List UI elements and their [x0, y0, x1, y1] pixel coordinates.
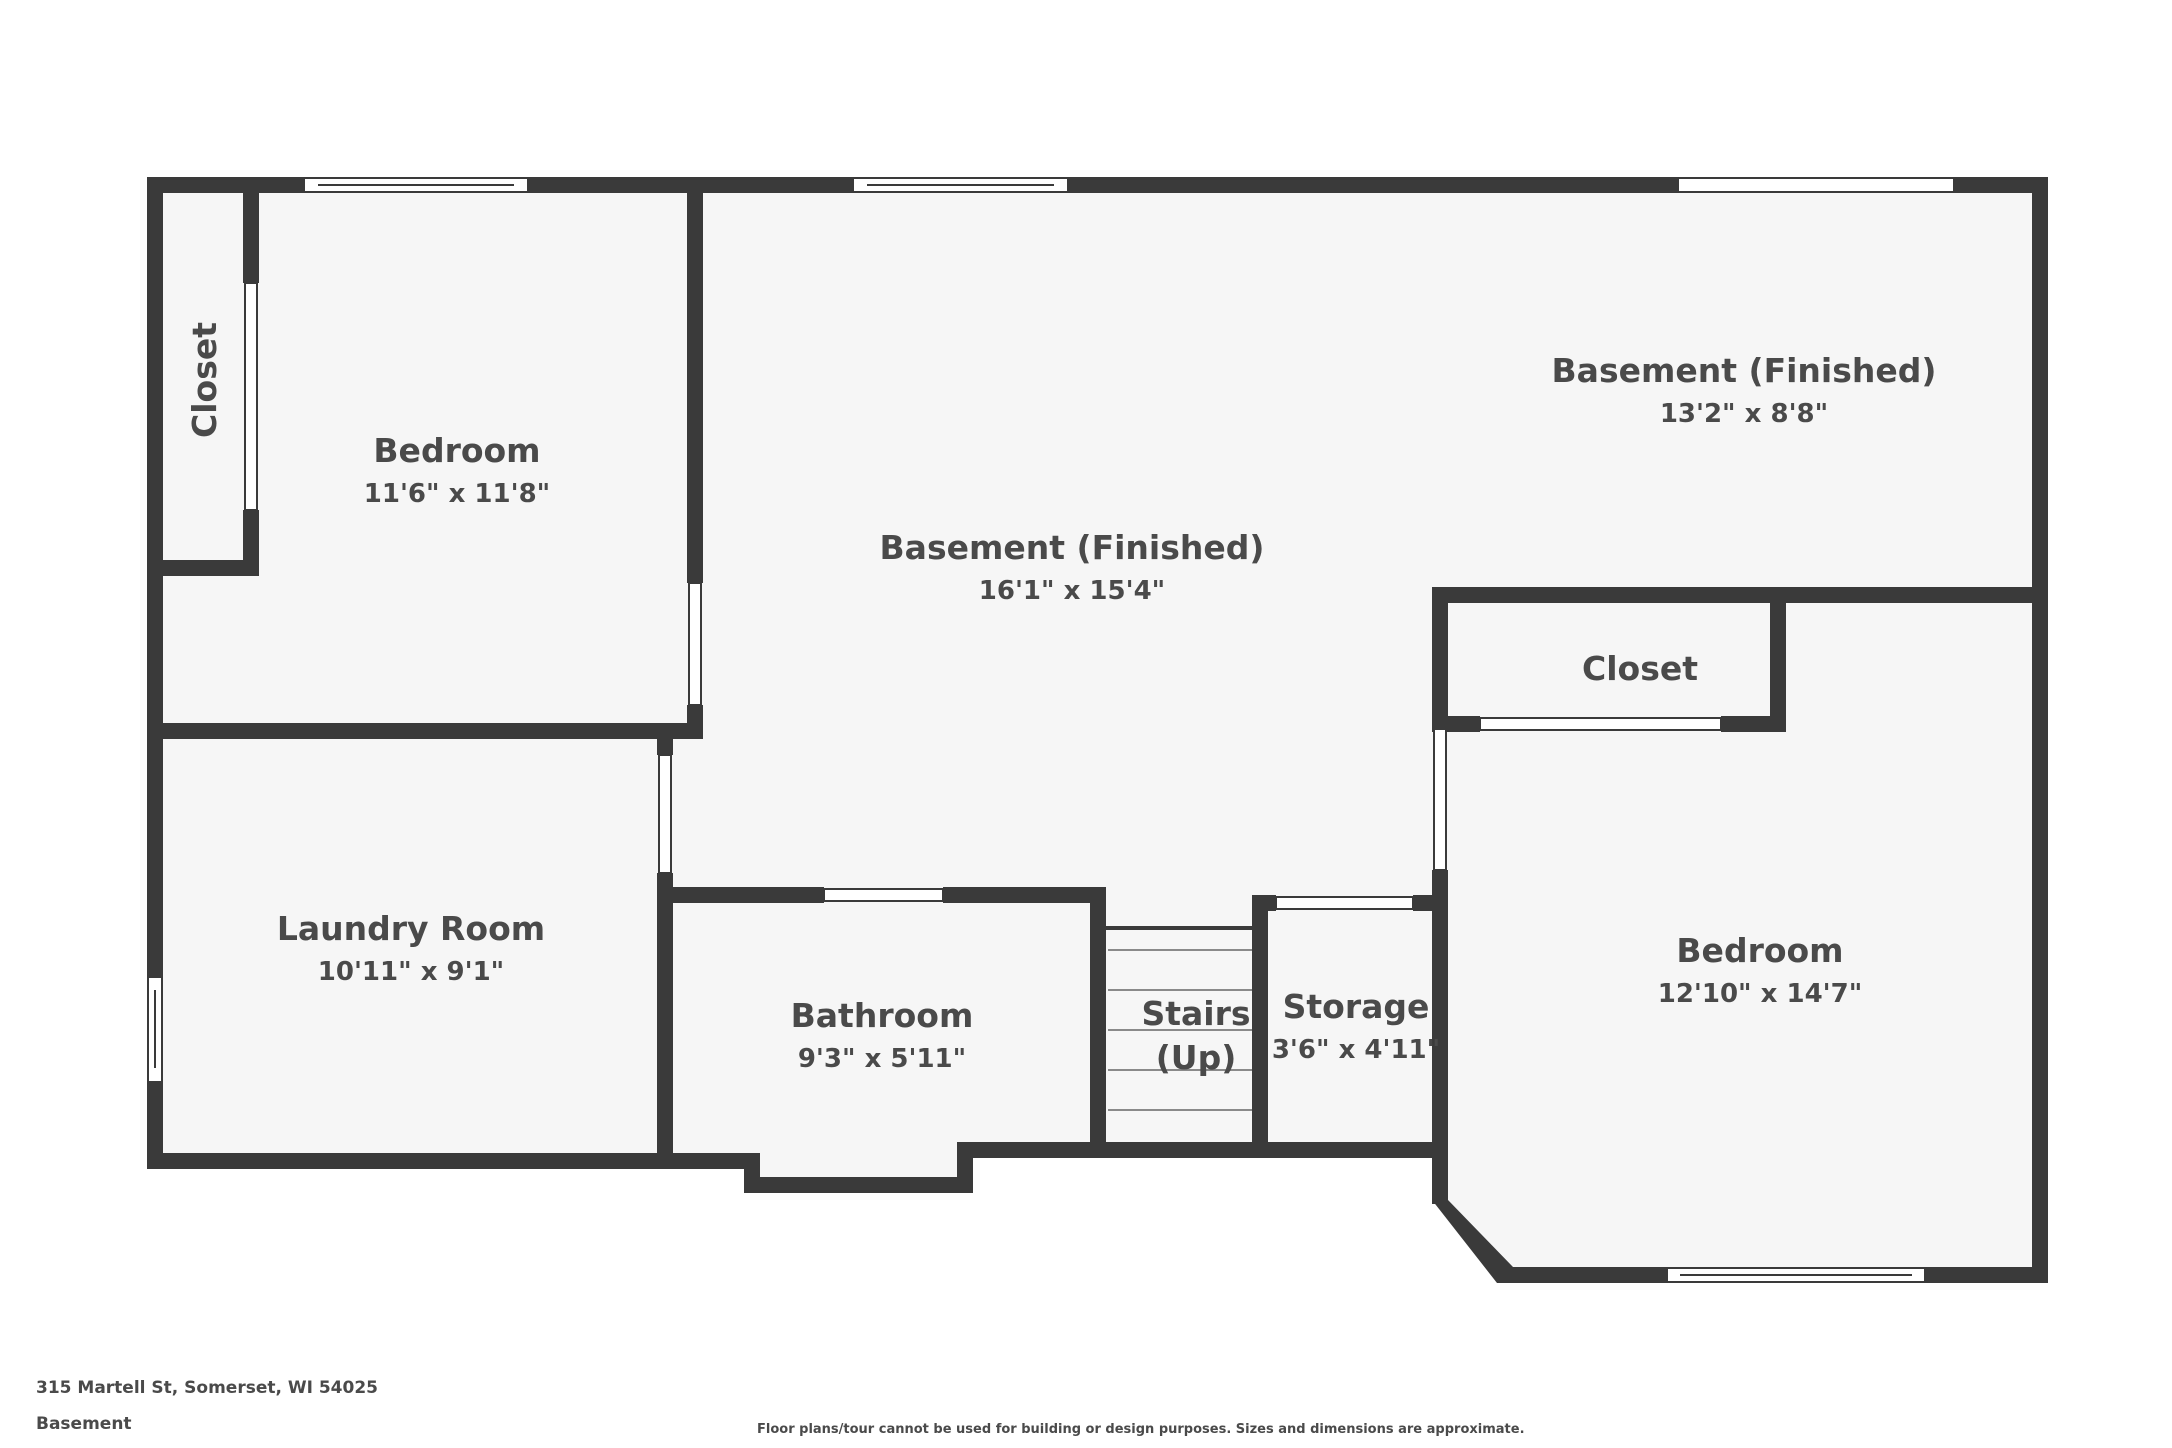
room-dimensions: 16'1" x 15'4"	[979, 576, 1165, 606]
room-closet-left: Closet	[185, 322, 224, 438]
room-bathroom: Bathroom 9'3" x 5'11"	[791, 996, 974, 1074]
room-label: Stairs	[1141, 994, 1250, 1033]
room-basement-upper: Basement (Finished) 13'2" x 8'8"	[1552, 351, 1937, 429]
floor-level: Basement	[36, 1414, 132, 1434]
stair-treads	[1108, 949, 1258, 1111]
room-label: Bedroom	[373, 431, 540, 470]
room-label: Closet	[1582, 649, 1698, 688]
room-bedroom-right: Bedroom 12'10" x 14'7"	[1658, 931, 1863, 1009]
room-label-line2: (Up)	[1156, 1038, 1237, 1077]
room-bedroom-left: Bedroom 11'6" x 11'8"	[364, 431, 550, 509]
room-label: Bathroom	[791, 996, 974, 1035]
room-label: Closet	[185, 322, 224, 438]
room-label: Storage	[1283, 987, 1430, 1026]
room-label: Basement (Finished)	[1552, 351, 1937, 390]
room-dimensions: 13'2" x 8'8"	[1660, 399, 1828, 429]
room-laundry: Laundry Room 10'11" x 9'1"	[277, 909, 545, 987]
room-label: Basement (Finished)	[880, 528, 1265, 567]
room-storage: Storage 3'6" x 4'11"	[1272, 987, 1440, 1065]
room-dimensions: 11'6" x 11'8"	[364, 479, 550, 509]
floor-area	[155, 185, 2040, 1275]
property-address: 315 Martell St, Somerset, WI 54025	[36, 1378, 378, 1398]
room-stairs: Stairs (Up)	[1141, 994, 1250, 1077]
room-dimensions: 3'6" x 4'11"	[1272, 1035, 1440, 1065]
room-dimensions: 12'10" x 14'7"	[1658, 979, 1863, 1009]
room-dimensions: 9'3" x 5'11"	[798, 1044, 966, 1074]
walls	[147, 177, 2048, 1283]
windows	[147, 177, 1955, 1283]
room-dimensions: 10'11" x 9'1"	[318, 957, 504, 987]
room-closet-right: Closet	[1582, 649, 1698, 688]
room-basement-main: Basement (Finished) 16'1" x 15'4"	[880, 528, 1265, 606]
disclaimer-text: Floor plans/tour cannot be used for buil…	[757, 1422, 1525, 1437]
room-label: Bedroom	[1676, 931, 1843, 970]
window-basement-upper	[1677, 177, 1955, 193]
openings	[244, 282, 1722, 910]
room-label: Laundry Room	[277, 909, 545, 948]
